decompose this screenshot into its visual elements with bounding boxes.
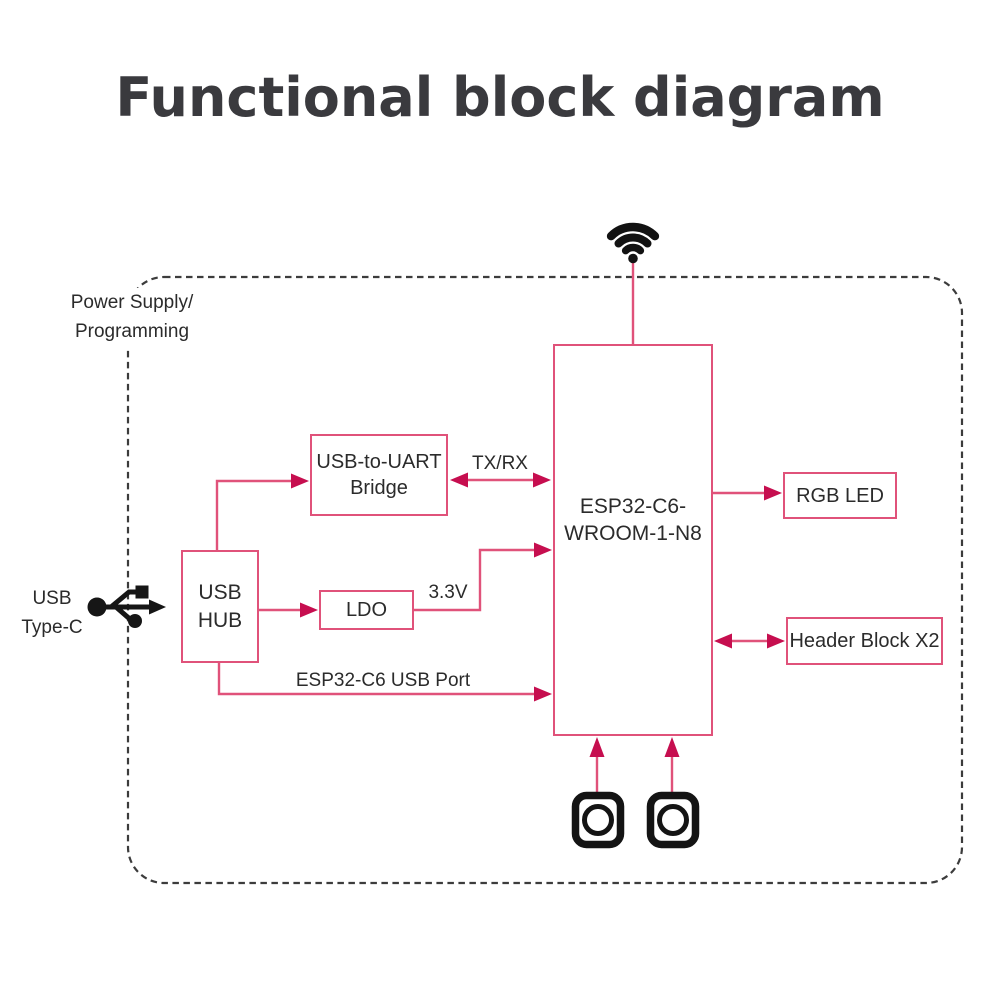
block-header-block-x2: Header Block X2 (786, 617, 943, 665)
esp32-line1: ESP32-C6- (579, 494, 687, 518)
block-usb-to-uart-bridge: USB-to-UART Bridge (310, 434, 448, 516)
page-title: Functional block diagram (115, 66, 885, 129)
arrowheads (291, 472, 785, 757)
arrowhead-button2-up (664, 737, 680, 757)
arrowhead-header-left (714, 633, 732, 649)
arrowhead-into-header (767, 633, 785, 649)
region-label-line1: Power Supply/ (70, 292, 194, 313)
push-button-icon-2 (646, 791, 700, 849)
block-usb-hub: USB HUB (181, 550, 259, 663)
esp32-line2: WROOM-1-N8 (564, 522, 702, 545)
arrowhead-3v3-into-esp32 (534, 542, 552, 558)
wire-hub-usbport-to-esp32 (217, 663, 536, 696)
wire-label-esp32-usb-port: ESP32-C6 USB Port (295, 670, 471, 691)
wire-hub-to-bridge (215, 479, 292, 550)
arrowhead-into-bridge (291, 473, 309, 489)
push-button-icon-1 (571, 791, 625, 849)
region-label-line2: Programming (74, 321, 190, 343)
header-block-label: Header Block X2 (789, 630, 940, 652)
arrowhead-into-ldo (300, 602, 318, 618)
arrowhead-into-rgbled (764, 485, 782, 501)
usb-hub-line1: USB (198, 581, 242, 605)
wire-label-tx-rx: TX/RX (472, 453, 528, 474)
rgb-led-label: RGB LED (796, 484, 884, 507)
usb-type-c-label: USB Type-C (10, 584, 94, 643)
usb-type-c-line2: Type-C (21, 617, 83, 639)
wire-label-3v3: 3.3V (428, 582, 468, 603)
usb-type-c-line1: USB (32, 588, 72, 609)
arrowhead-button1-up (589, 737, 605, 757)
bridge-line2: Bridge (350, 477, 408, 499)
block-esp32-c6-wroom: ESP32-C6- WROOM-1-N8 (553, 344, 713, 736)
ldo-label: LDO (345, 599, 388, 621)
wifi-icon (606, 222, 660, 264)
usb-trident-icon (87, 585, 166, 628)
arrowhead-txrx-left (450, 472, 468, 488)
block-rgb-led: RGB LED (783, 472, 897, 519)
wires (215, 262, 770, 795)
region-label-power-supply-programming: Power Supply/ Programming (48, 288, 216, 347)
bridge-line1: USB-to-UART (316, 451, 442, 473)
block-ldo: LDO (319, 590, 414, 630)
arrowhead-usbport-into-esp32 (534, 686, 552, 702)
arrowhead-txrx-right (533, 472, 551, 488)
wire-ldo-3v3-to-esp32 (414, 548, 536, 612)
usb-hub-line2: HUB (197, 608, 243, 632)
